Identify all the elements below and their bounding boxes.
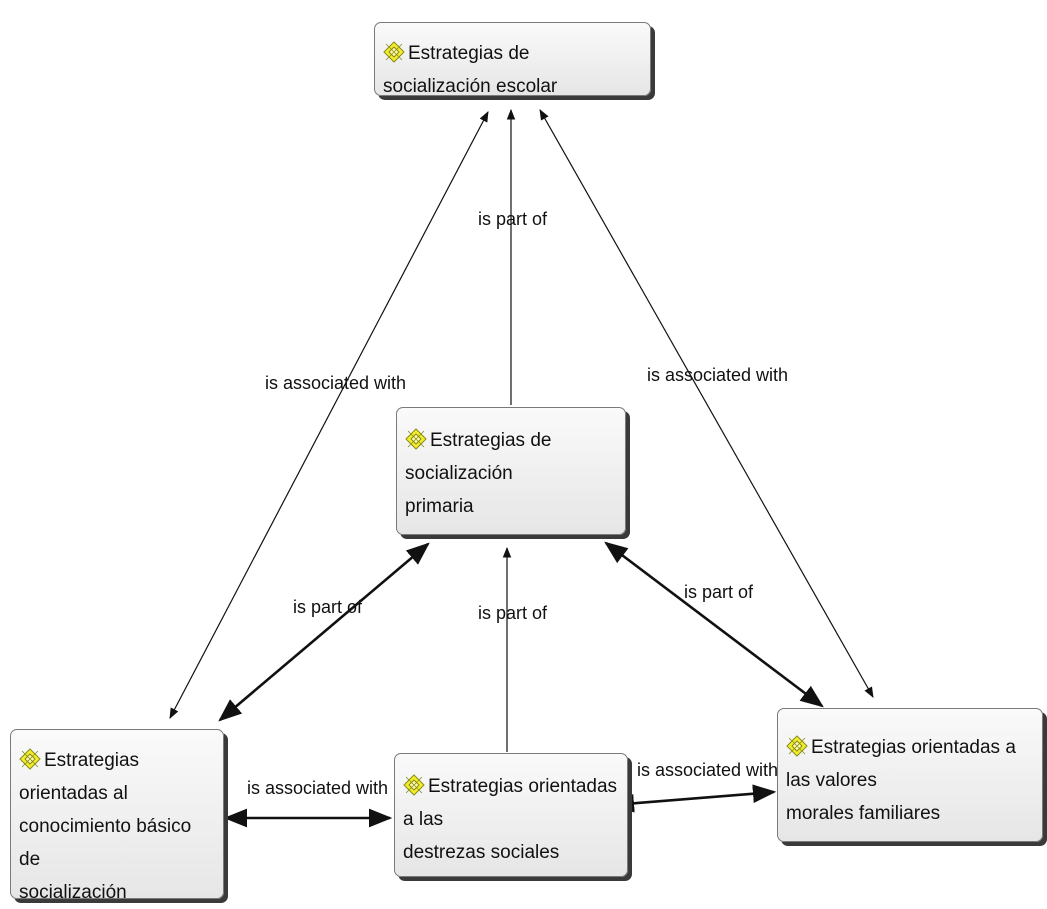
edge-label-conocimiento-destrezas: is associated with bbox=[247, 778, 389, 798]
edge-escolar-valores[interactable] bbox=[539, 109, 874, 698]
node-estrategias-conocimiento-basico[interactable]: Estrategias orientadas al conocimiento b… bbox=[10, 729, 224, 903]
concept-icon bbox=[405, 428, 427, 450]
edge-label-escolar-valores: is associated with bbox=[647, 365, 789, 385]
edge-label-escolar-conocimiento: is associated with bbox=[265, 373, 407, 393]
node-label: Estrategias de socialización primaria bbox=[405, 430, 552, 517]
node-label: Estrategias orientadas a las valores mor… bbox=[786, 737, 1016, 824]
node-label: Estrategias orientadas a las destrezas s… bbox=[403, 776, 618, 863]
concept-icon bbox=[383, 41, 405, 63]
edge-label-conocimiento-primaria: is part of bbox=[293, 597, 363, 617]
node-label: Estrategias orientadas al conocimiento b… bbox=[19, 750, 192, 903]
concept-icon bbox=[19, 748, 41, 770]
edge-destrezas-valores[interactable] bbox=[610, 784, 777, 813]
edge-conocimiento-primaria[interactable] bbox=[218, 542, 430, 722]
node-estrategias-socializacion-escolar[interactable]: Estrategias de socialización escolar bbox=[374, 22, 651, 97]
edge-label-destrezas-valores: is associated with bbox=[637, 760, 779, 780]
edge-label-valores-primaria: is part of bbox=[684, 582, 754, 602]
edge-label-primaria-escolar: is part of bbox=[478, 209, 548, 229]
edge-valores-primaria[interactable] bbox=[604, 541, 824, 708]
node-label: Estrategias de socialización escolar bbox=[383, 43, 558, 97]
concept-icon bbox=[403, 774, 425, 796]
concept-icon bbox=[786, 735, 808, 757]
edge-label-destrezas-primaria: is part of bbox=[478, 603, 548, 623]
node-estrategias-destrezas-sociales[interactable]: Estrategias orientadas a las destrezas s… bbox=[394, 753, 628, 877]
node-estrategias-valores-morales[interactable]: Estrategias orientadas a las valores mor… bbox=[777, 708, 1043, 842]
node-estrategias-socializacion-primaria[interactable]: Estrategias de socialización primaria bbox=[396, 407, 626, 535]
